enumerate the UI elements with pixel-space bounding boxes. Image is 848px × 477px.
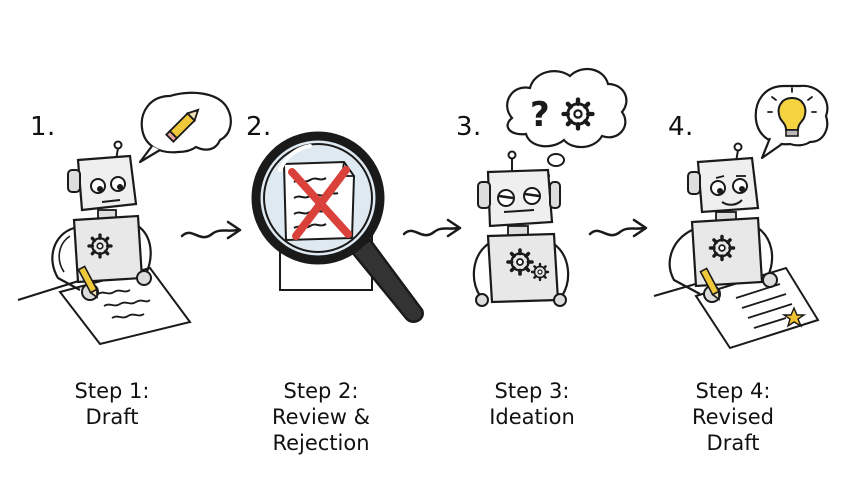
pencil-icon bbox=[165, 108, 200, 143]
robot-thinking bbox=[472, 150, 570, 307]
step-2-caption-line2: Review & bbox=[272, 405, 370, 429]
question-mark-icon: ? bbox=[530, 95, 550, 135]
step-1-speech-bubble bbox=[138, 91, 232, 164]
thought-cloud: ? bbox=[506, 67, 628, 181]
arrow-3-to-4 bbox=[588, 226, 646, 237]
step-1-caption-line2: Draft bbox=[85, 405, 139, 429]
robot-drafting bbox=[51, 140, 152, 301]
step-4-number: 4. bbox=[668, 112, 694, 142]
step-2-caption-line3: Rejection bbox=[272, 431, 370, 455]
step-1-caption: Step 1: Draft bbox=[27, 378, 197, 430]
step-4-speech-bubble bbox=[754, 84, 829, 160]
star-icon bbox=[781, 306, 807, 328]
step-2-caption: Step 2: Review & Rejection bbox=[236, 378, 406, 456]
step-1-caption-line1: Step 1: bbox=[74, 379, 150, 403]
gear-icon bbox=[564, 100, 593, 129]
step-3-caption: Step 3: Ideation bbox=[447, 378, 617, 430]
step-4-caption-line3: Draft bbox=[706, 431, 760, 455]
step-2-number: 2. bbox=[246, 112, 272, 142]
step-3-caption-line2: Ideation bbox=[489, 405, 575, 429]
rejection-x-icon bbox=[288, 166, 352, 240]
magnifying-glass-icon bbox=[251, 131, 424, 323]
step-3-caption-line1: Step 3: bbox=[494, 379, 570, 403]
lightbulb-icon bbox=[767, 87, 817, 137]
step-4-caption-line1: Step 4: bbox=[695, 379, 771, 403]
step-4-illustration bbox=[653, 84, 829, 350]
arrow-1-to-2 bbox=[180, 228, 240, 239]
revised-draft-paper bbox=[694, 266, 820, 350]
step-4-caption: Step 4: Revised Draft bbox=[648, 378, 818, 456]
step-4-caption-line2: Revised bbox=[691, 405, 775, 429]
robot-revising bbox=[668, 142, 778, 303]
step-2-illustration bbox=[251, 131, 424, 323]
step-3-number: 3. bbox=[456, 112, 482, 142]
step-1-illustration bbox=[17, 91, 232, 346]
step-3-illustration: ? bbox=[472, 67, 628, 307]
step-1-number: 1. bbox=[30, 112, 56, 142]
step-2-caption-line1: Step 2: bbox=[283, 379, 359, 403]
arrow-2-to-3 bbox=[402, 226, 460, 237]
